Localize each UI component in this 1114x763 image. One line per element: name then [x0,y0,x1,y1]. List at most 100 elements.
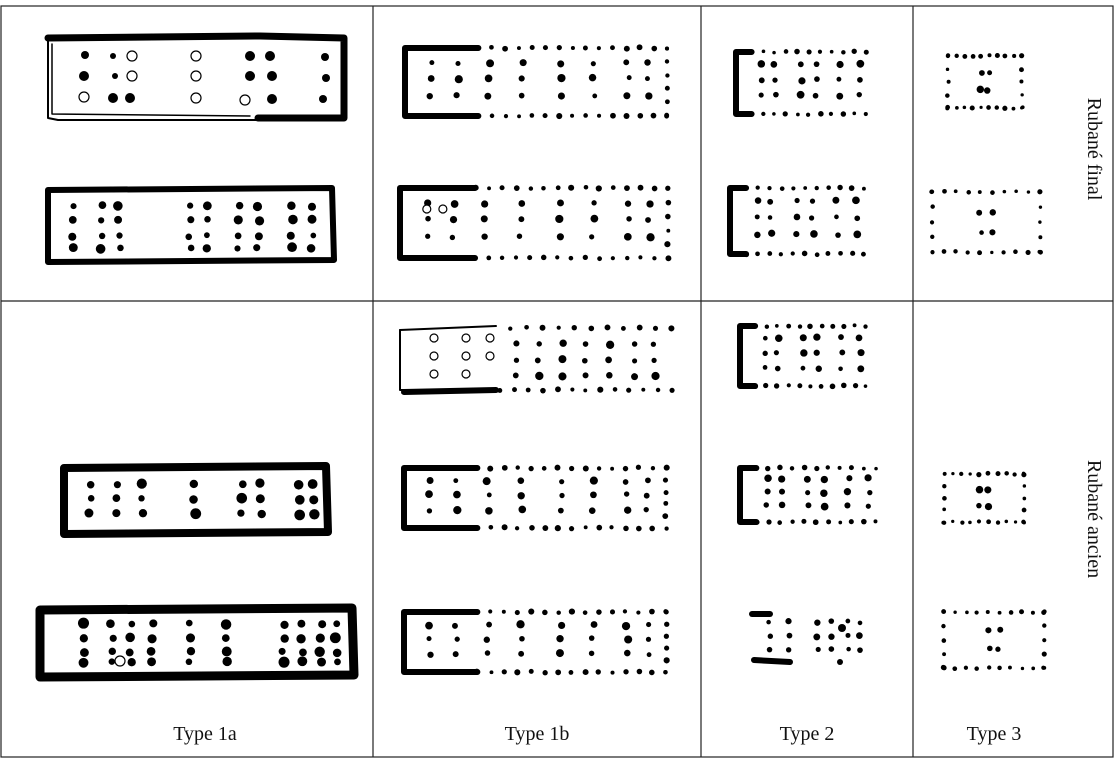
wall-post [526,388,531,393]
interior-post [520,59,527,66]
wall-post [610,671,614,675]
interior-post [632,358,637,363]
interior-post [605,356,612,363]
wall-post [570,387,574,391]
interior-post [645,76,650,81]
interior-post [795,198,800,203]
wall-post [474,669,480,675]
interior-post [832,197,839,204]
interior-post [148,634,157,643]
wall-post [814,466,819,471]
interior-post [255,478,264,487]
post-hole [79,71,89,81]
interior-post [987,70,992,75]
wall-post [663,609,667,613]
wall-post [665,86,670,91]
interior-post [287,232,295,240]
wall-post [971,54,976,59]
interior-post [451,200,459,208]
interior-post [203,244,211,252]
interior-post [185,234,192,241]
interior-post [624,635,632,643]
wall-trench [754,660,790,662]
wall-post [613,387,618,392]
wall-post [807,49,812,54]
wall-post [1039,205,1042,208]
wall-post [653,326,658,331]
wall-post [540,388,546,394]
interior-post [589,234,594,239]
interior-post [854,215,860,221]
wall-post [990,251,993,254]
interior-post [852,196,860,204]
wall-post [542,610,548,616]
interior-post [856,632,863,639]
wall-post [583,466,589,472]
interior-post [186,633,195,642]
interior-post [236,202,243,209]
wall-post [755,251,760,256]
interior-post [557,199,564,206]
wall-post [638,255,642,259]
wall-post [838,466,842,470]
wall-post [942,652,946,656]
wall-trench [405,48,478,116]
interior-post [631,373,638,380]
wall-post [998,611,1002,615]
interior-post [317,658,326,667]
wall-post [504,114,508,118]
interior-post [787,633,793,639]
wall-post [569,670,574,675]
uncertain-post [462,334,470,342]
interior-post [606,341,614,349]
interior-post [129,621,136,628]
interior-post [453,506,461,514]
interior-post [309,495,318,504]
table-frame [1,6,1113,757]
wall-post [818,50,822,54]
interior-post [644,493,650,499]
wall-post [656,388,660,392]
wall-post [636,465,641,470]
interior-post [187,647,195,655]
wall-post [502,465,508,471]
interior-post [310,233,316,239]
wall-post [651,113,657,119]
interior-post [806,502,812,508]
interior-post [800,349,807,356]
wall-post [775,324,779,328]
interior-post [836,77,841,82]
interior-post [583,341,589,347]
wall-post [777,520,782,525]
interior-post [427,652,433,658]
wall-post [986,610,990,614]
wall-post [664,657,670,663]
wall-post [791,186,795,190]
interior-post [821,503,829,511]
interior-post [624,233,632,241]
interior-post [591,621,598,628]
wall-post [502,669,507,674]
wall-post [669,388,674,393]
interior-post [867,490,872,495]
wall-trench [740,468,756,522]
wall-post [597,114,601,118]
wall-post [516,465,520,469]
wall-post [765,325,769,329]
wall-trench [404,468,477,528]
wall-post [542,670,547,675]
interior-post [623,59,629,65]
interior-post [624,491,629,496]
wall-post [942,507,946,511]
wall-post [605,325,611,331]
interior-post [755,197,762,204]
interior-post [425,622,433,630]
wall-post [754,520,759,525]
wall-post [1014,189,1018,193]
wall-post [638,113,644,119]
wall-post [955,54,959,58]
uncertain-post [423,205,431,213]
wall-post [609,525,613,529]
wall-post [942,609,946,613]
interior-post [190,480,198,488]
